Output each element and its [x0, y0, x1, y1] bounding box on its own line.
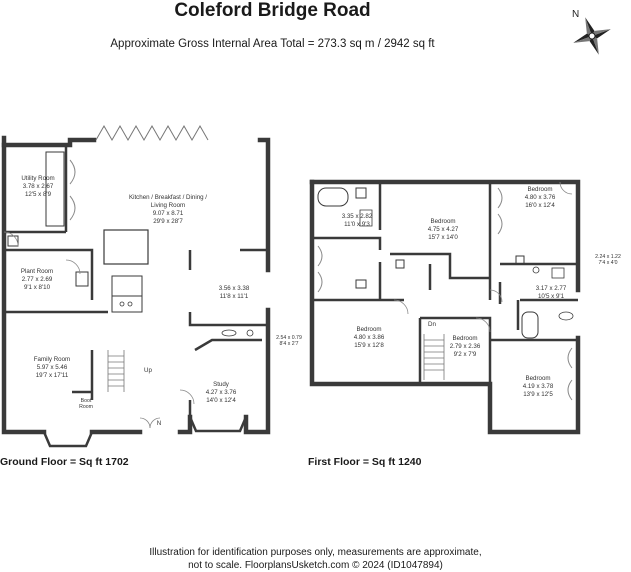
bedroom-west-label: Bedroom 4.80 x 3.86 15'9 x 12'8	[353, 326, 385, 349]
bedroom-middle-label: Bedroom 4.75 x 4.27 15'7 x 14'0	[427, 218, 459, 241]
compass-icon: N	[572, 9, 611, 55]
first-stairs-down-label: Dn	[428, 321, 436, 328]
bedroom-southeast-label: Bedroom 4.19 x 3.78 13'9 x 12'5	[522, 375, 554, 398]
area-subtitle: Approximate Gross Internal Area Total = …	[110, 38, 435, 50]
reception-room-label: 3.56 x 3.38 11'8 x 11'1	[218, 285, 250, 300]
entrance-label: N	[156, 420, 162, 427]
ground-floor-plan	[1, 124, 271, 448]
first-floor-plan	[309, 179, 581, 435]
bedroom-northeast-label: Bedroom 4.80 x 3.76 16'0 x 12'4	[524, 186, 556, 209]
ensuite-label: 3.35 x 2.82 11'0 x 9'3	[341, 213, 373, 228]
study-label: Study 4.27 x 3.76 14'0 x 12'4	[205, 381, 237, 404]
cloak-room-label: 2.54 x 0.79 8'4 x 2'7	[276, 335, 302, 348]
disclaimer-line-2: not to scale. FloorplansUsketch.com © 20…	[188, 560, 443, 571]
page-title: Coleford Bridge Road	[174, 0, 371, 21]
disclaimer-footer: Illustration for identification purposes…	[0, 546, 631, 572]
family-room-label: Family Room 5.97 x 5.46 19'7 x 17'11	[33, 356, 71, 379]
ensuite-small-label: 2.24 x 1.22 7'4 x 4'0	[595, 254, 621, 267]
bedroom-centre-label: Bedroom 2.79 x 2.36 9'2 x 7'9	[449, 335, 481, 358]
kitchen-living-room-label: Kitchen / Breakfast / Dining / Living Ro…	[128, 194, 208, 225]
disclaimer-line-1: Illustration for identification purposes…	[149, 547, 482, 558]
ground-floor-area-label: Ground Floor = Sq ft 1702	[0, 456, 129, 468]
first-floor-area-label: First Floor = Sq ft 1240	[308, 456, 422, 468]
boot-room-label: Boot Room	[79, 398, 93, 411]
ground-stairs-up-label: Up	[144, 367, 152, 374]
utility-room-label: Utility Room 3.78 x 2.67 12'5 x 8'9	[21, 175, 55, 198]
bathroom-label: 3.17 x 2.77 10'5 x 9'1	[535, 285, 567, 300]
compass-north-label: N	[572, 9, 579, 20]
plant-room-label: Plant Room 2.77 x 2.69 9'1 x 8'10	[20, 268, 54, 291]
